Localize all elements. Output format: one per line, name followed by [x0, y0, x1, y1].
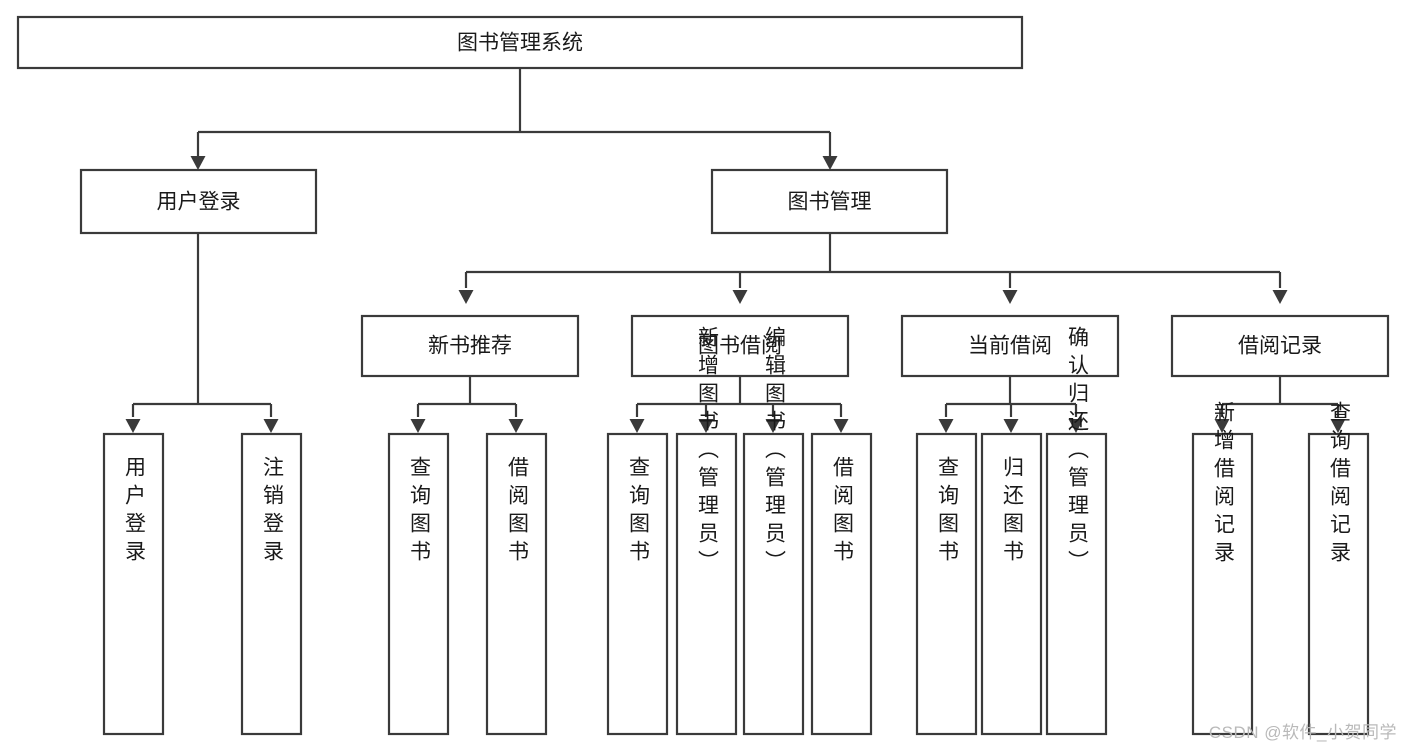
node-current-borrow[interactable]: 当前借阅	[900, 314, 1120, 378]
connector-records-to-leaves	[1214, 376, 1346, 433]
node-book-borrow[interactable]: 图书借阅	[630, 314, 850, 378]
connector-borrow-to-leaves	[629, 376, 849, 433]
node-leaf-return-book[interactable]: 归还图书	[980, 432, 1043, 736]
node-leaf-logout[interactable]: 注销登录	[240, 432, 303, 736]
node-leaf-return-book-label: 归还图书	[1001, 456, 1025, 568]
node-new-book-recommend-label: 新书推荐	[428, 335, 512, 358]
node-leaf-query-book-1-label: 查询图书	[408, 456, 432, 568]
node-book-management[interactable]: 图书管理	[710, 168, 949, 235]
connector-root-to-level2	[190, 68, 838, 170]
node-borrow-records[interactable]: 借阅记录	[1170, 314, 1390, 378]
csdn-watermark: CSDN @软件_小贺同学	[1208, 723, 1397, 742]
node-leaf-add-borrow-record-label: 新增借阅记录	[1212, 401, 1236, 569]
node-leaf-add-book-admin-label: 新增图书（管理员）	[696, 326, 720, 578]
node-current-borrow-label: 当前借阅	[968, 335, 1052, 358]
node-root-label: 图书管理系统	[457, 32, 583, 55]
node-user-login[interactable]: 用户登录	[79, 168, 318, 235]
node-leaf-add-borrow-record[interactable]: 新增借阅记录	[1191, 401, 1254, 736]
node-leaf-borrow-book-1-label: 借阅图书	[506, 456, 530, 568]
node-user-login-label: 用户登录	[157, 191, 241, 214]
node-leaf-edit-book-admin-label: 编辑图书（管理员）	[763, 326, 787, 578]
node-leaf-query-book-2-label: 查询图书	[627, 456, 651, 568]
node-new-book-recommend[interactable]: 新书推荐	[360, 314, 580, 378]
node-leaf-edit-book-admin[interactable]: 编辑图书（管理员）	[742, 326, 805, 736]
node-leaf-confirm-return-admin-label: 确认归还（管理员）	[1066, 326, 1090, 578]
node-leaf-query-book-3[interactable]: 查询图书	[915, 432, 978, 736]
node-leaf-query-book-1[interactable]: 查询图书	[387, 432, 450, 736]
node-leaf-user-login[interactable]: 用户登录	[102, 432, 165, 736]
node-leaf-user-login-label: 用户登录	[123, 456, 147, 568]
node-leaf-borrow-book-2-label: 借阅图书	[831, 456, 855, 568]
connector-bookmgmt-to-level3	[458, 233, 1288, 304]
connector-userlogin-to-leaves	[125, 233, 279, 433]
connector-newbook-to-leaves	[410, 376, 524, 433]
connector-current-to-leaves	[938, 376, 1084, 433]
node-leaf-confirm-return-admin[interactable]: 确认归还（管理员）	[1045, 326, 1108, 736]
node-leaf-query-book-3-label: 查询图书	[936, 456, 960, 568]
node-root[interactable]: 图书管理系统	[16, 15, 1024, 70]
node-leaf-borrow-book-1[interactable]: 借阅图书	[485, 432, 548, 736]
node-leaf-logout-label: 注销登录	[261, 456, 285, 568]
node-book-management-label: 图书管理	[788, 191, 872, 214]
node-book-borrow-label: 图书借阅	[698, 335, 782, 358]
node-leaf-query-book-2[interactable]: 查询图书	[606, 432, 669, 736]
node-leaf-query-borrow-record-label: 查询借阅记录	[1328, 401, 1352, 569]
node-leaf-add-book-admin[interactable]: 新增图书（管理员）	[675, 326, 738, 736]
node-leaf-borrow-book-2[interactable]: 借阅图书	[810, 432, 873, 736]
node-leaf-query-borrow-record[interactable]: 查询借阅记录	[1307, 401, 1370, 736]
node-borrow-records-label: 借阅记录	[1238, 335, 1322, 358]
